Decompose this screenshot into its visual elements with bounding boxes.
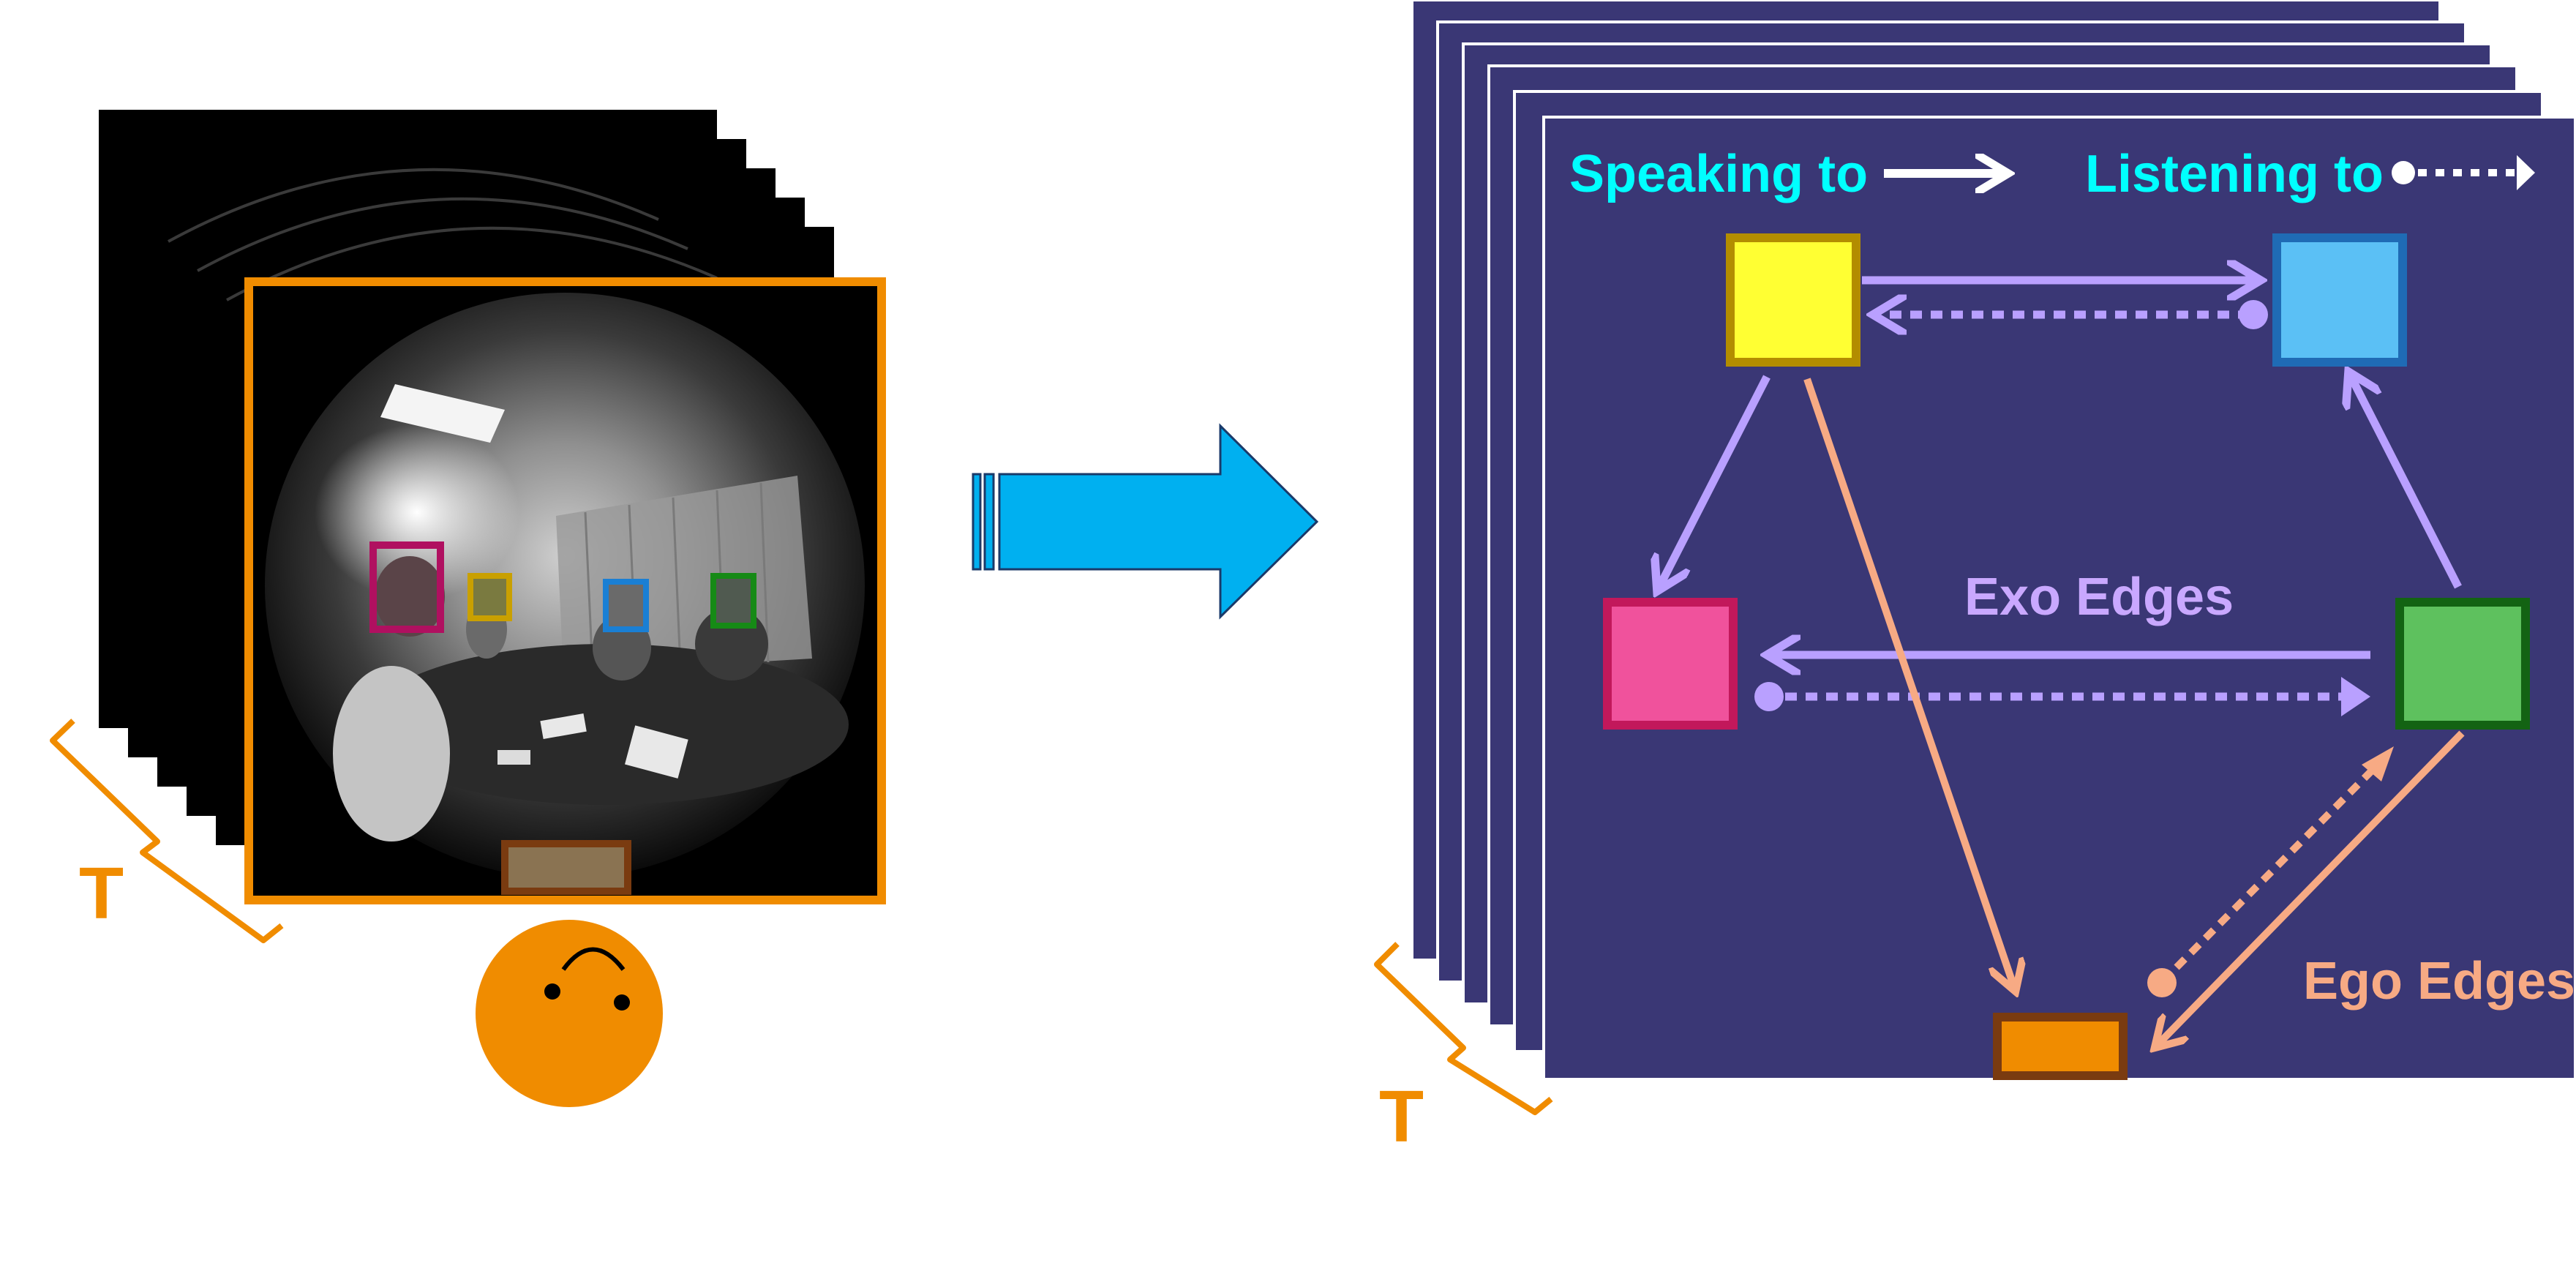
time-bracket-right: T <box>1374 942 1553 1158</box>
flow-arrow <box>972 423 1319 620</box>
person-left-head <box>375 556 445 637</box>
ego-face-circle <box>476 920 663 1107</box>
meeting-table <box>366 644 849 805</box>
legend-listening-dot <box>2392 161 2415 184</box>
video-frame-stack <box>99 110 886 904</box>
node-pink <box>1603 598 1738 730</box>
ego-eyebrow <box>561 947 626 971</box>
edge-ego-to-green-listening <box>2174 762 2381 970</box>
bracket-left-shape <box>50 719 284 943</box>
face-bbox-green <box>710 573 756 629</box>
edge-green-to-ego-speaking <box>2155 730 2465 1048</box>
back-frame-arcs <box>168 168 718 301</box>
edge-yellow-to-ego-speaking <box>1803 378 2016 992</box>
edge-ego-to-green-dot <box>2147 968 2177 997</box>
light-glare <box>315 424 519 600</box>
face-bbox-yellow <box>467 573 512 621</box>
fisheye-frame-front <box>244 277 886 904</box>
edge-pink-to-green-head <box>2341 677 2370 716</box>
edge-legend: Speaking to Listening to <box>1569 145 2535 203</box>
edge-yellow-to-pink-speaking <box>1657 375 1770 591</box>
node-yellow <box>1726 233 1860 367</box>
face-bbox-pink <box>369 541 444 633</box>
legend-listening-to: Listening to <box>2085 145 2384 203</box>
ego-edges <box>1803 378 2465 1048</box>
time-label-right: T <box>1379 1076 1424 1158</box>
graph-panel-stack <box>1411 0 2576 1081</box>
time-bracket-left: T <box>50 719 284 943</box>
flow-arrow-body <box>998 423 1319 620</box>
table-device <box>497 750 530 765</box>
flow-arrow-stripe-2 <box>983 473 995 571</box>
graph-nodes <box>1603 233 2530 1080</box>
edge-ego-to-green-head <box>2362 746 2394 781</box>
legend-listening-head <box>2517 155 2535 190</box>
flow-arrow-stripe-1 <box>972 473 982 571</box>
table-paper-1 <box>540 713 587 740</box>
ego-bbox <box>501 840 631 895</box>
edge-pink-to-green-dot <box>1754 682 1784 711</box>
ego-left-eye <box>544 983 560 1000</box>
table-paper-2 <box>625 725 688 779</box>
node-blue <box>2272 233 2407 367</box>
ego-wearer-face <box>476 920 663 1107</box>
edge-blue-to-yellow-dot <box>2239 300 2268 329</box>
exo-edges-label: Exo Edges <box>1964 568 2234 626</box>
node-ego <box>1993 1013 2128 1080</box>
bracket-right-shape <box>1374 942 1553 1115</box>
node-green <box>2395 598 2530 730</box>
edge-green-to-blue-speaking <box>2348 372 2462 589</box>
ceiling-light <box>380 384 505 443</box>
time-label-left: T <box>79 852 124 934</box>
ego-edges-label: Ego Edges <box>2303 952 2575 1011</box>
exo-edges <box>1657 280 2462 716</box>
legend-speaking-to: Speaking to <box>1569 145 1868 203</box>
ego-right-eye <box>614 994 630 1011</box>
person-left-body <box>333 666 450 841</box>
face-bbox-blue <box>603 579 649 632</box>
